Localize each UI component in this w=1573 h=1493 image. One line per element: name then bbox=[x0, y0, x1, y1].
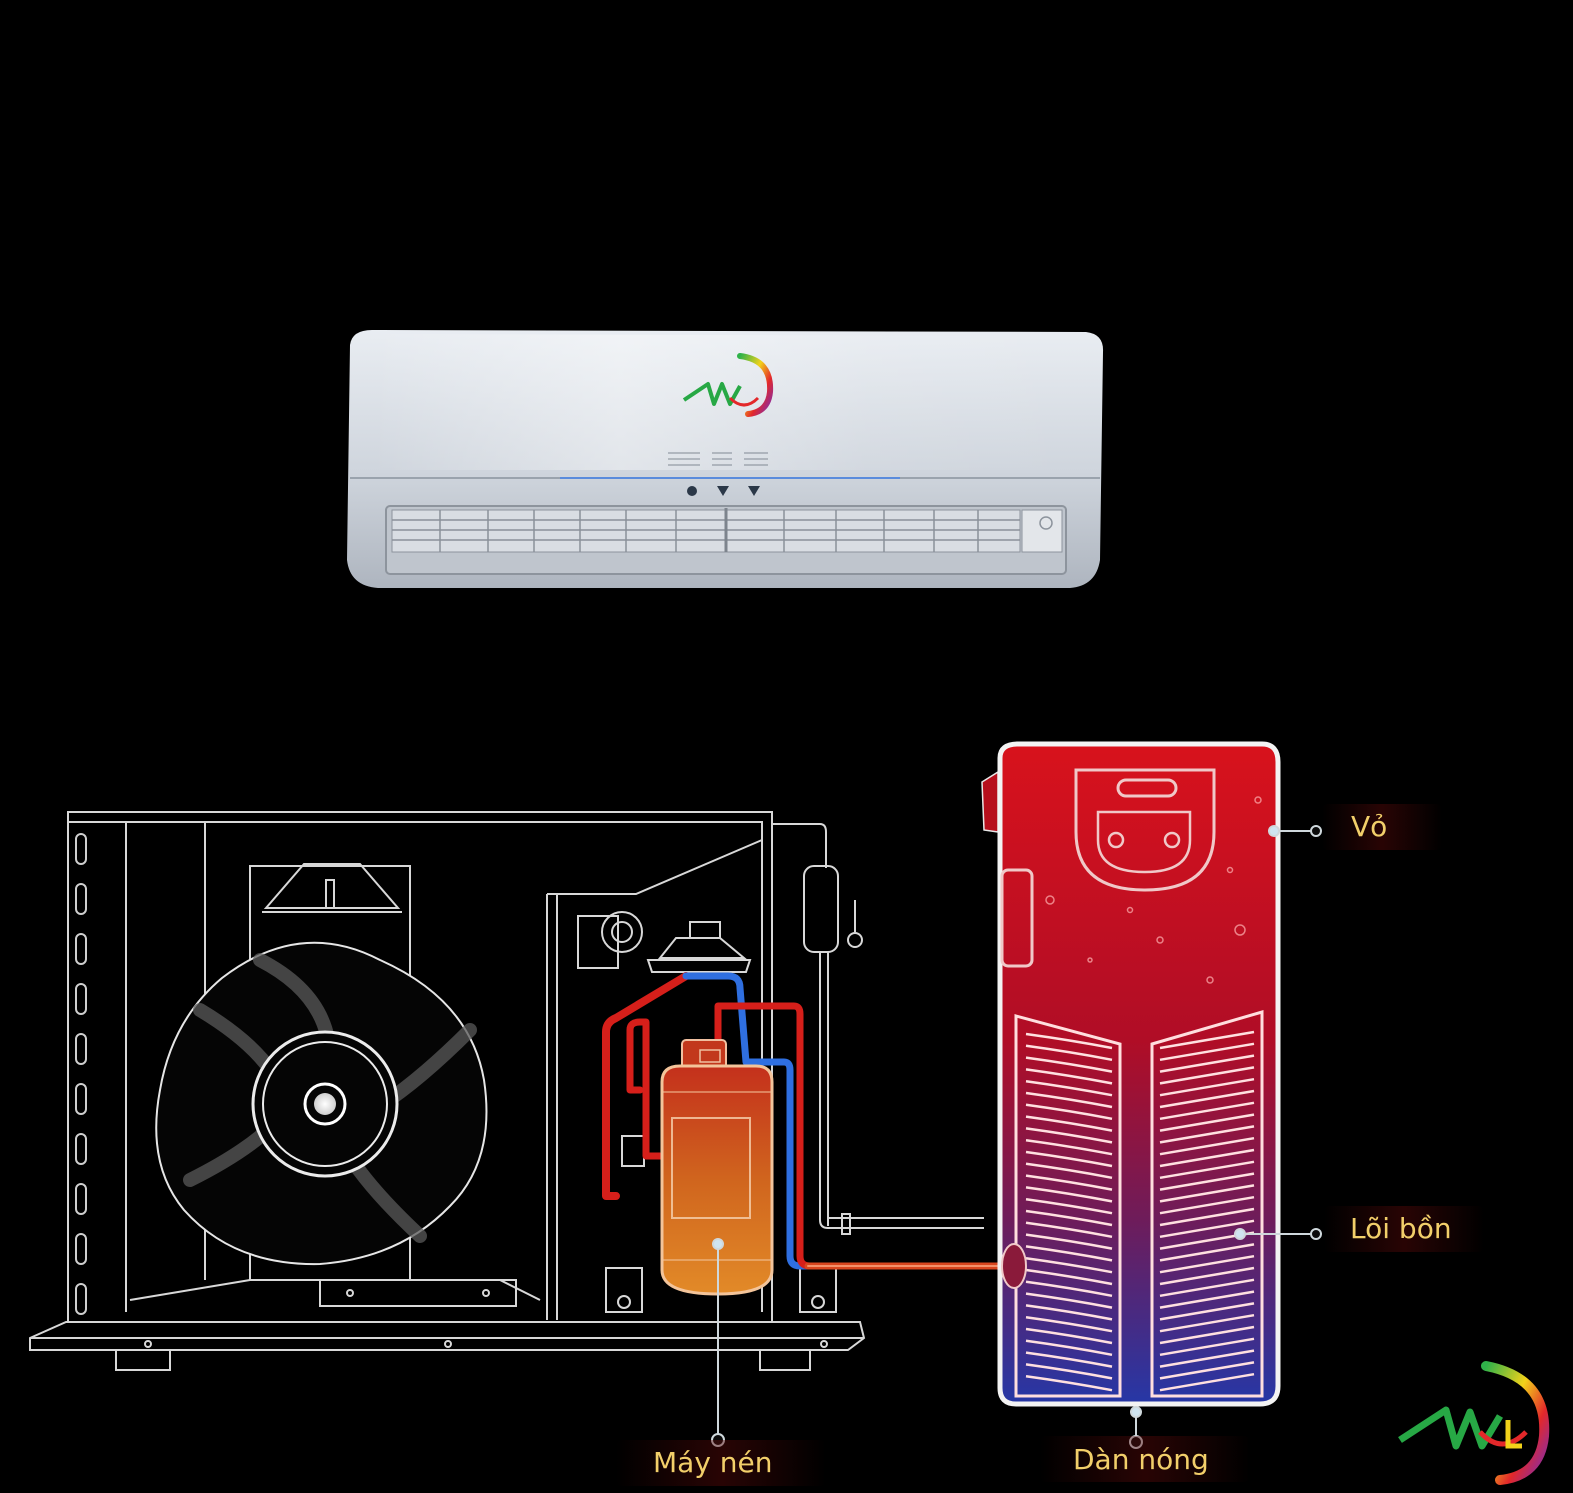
fan-icon bbox=[155, 941, 488, 1266]
label-dan-nong: Dàn nóng bbox=[1073, 1443, 1209, 1476]
label-may-nen: Máy nén bbox=[653, 1446, 773, 1479]
leader-lines bbox=[711, 825, 1322, 1449]
tank-coils bbox=[1025, 1030, 1255, 1392]
compressor-compartment bbox=[577, 823, 984, 1313]
air-conditioner-indoor-unit bbox=[347, 330, 1104, 588]
label-glow-may-nen bbox=[616, 1440, 826, 1486]
label-glow-dan-nong bbox=[1040, 1436, 1250, 1482]
label-glow-vo bbox=[1322, 804, 1442, 850]
label-loi-bon: Lõi bồn bbox=[1350, 1212, 1452, 1245]
compressor-icon bbox=[660, 1039, 774, 1296]
label-glow-loi-bon bbox=[1324, 1206, 1484, 1252]
avl-logo-ac bbox=[682, 353, 774, 417]
label-vo: Vỏ bbox=[1351, 810, 1388, 843]
refrigerant-pipes bbox=[602, 972, 1004, 1270]
avl-logo bbox=[1398, 1361, 1550, 1485]
water-heater-tank bbox=[981, 741, 1281, 1407]
ac-control-icons bbox=[687, 486, 760, 496]
